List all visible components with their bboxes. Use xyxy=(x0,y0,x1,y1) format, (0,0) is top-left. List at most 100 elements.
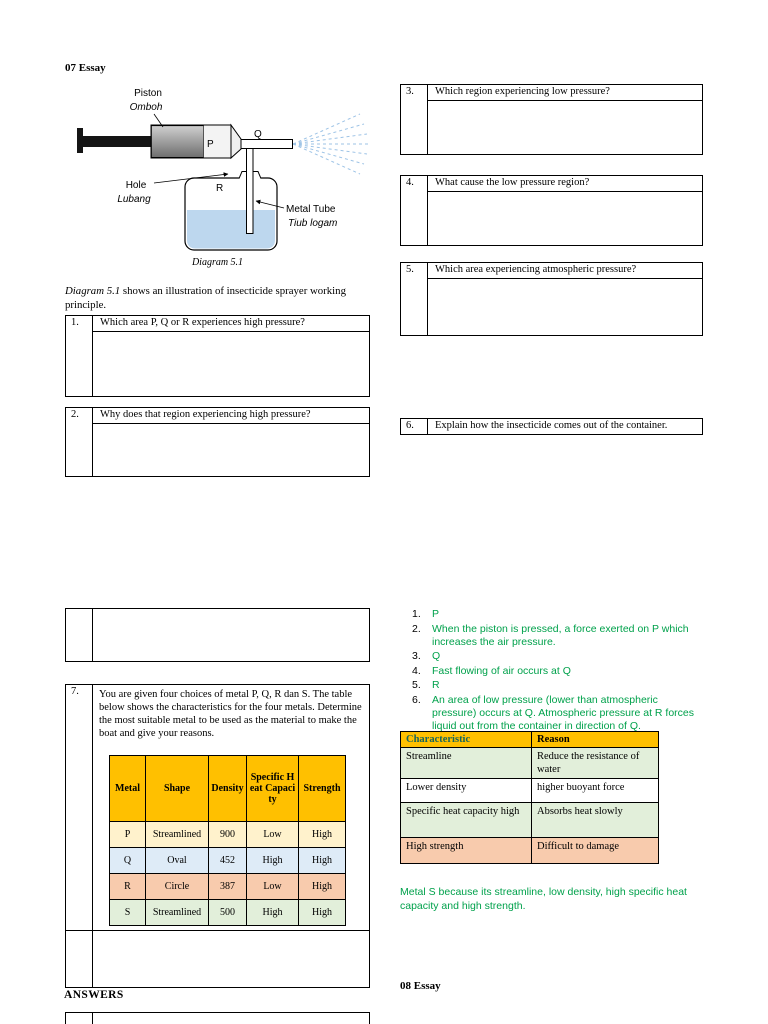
hole-leader xyxy=(153,172,229,184)
piston-rod xyxy=(83,136,151,147)
question-number: 7. xyxy=(66,685,93,987)
metal-table-header-cell: Strength xyxy=(298,755,346,822)
question-text: Which area experiencing atmospheric pres… xyxy=(428,263,702,279)
table-cell: Difficult to damage xyxy=(531,837,659,865)
question-text: Why does that region experiencing high p… xyxy=(93,408,369,424)
table-cell: High strength xyxy=(400,837,532,865)
table-cell: Reduce the resistance of water xyxy=(531,747,659,780)
empty-number-cell xyxy=(66,609,93,661)
table-header-cell: Reason xyxy=(531,730,659,749)
answers-heading: ANSWERS xyxy=(64,989,124,1001)
table-cell: Low xyxy=(246,873,299,900)
metal-table-row: P Streamlined 900 Low High xyxy=(109,821,346,848)
question-text: You are given four choices of metal P, Q… xyxy=(99,689,362,740)
question-text: What cause the low pressure region? xyxy=(428,176,702,192)
answers-list: 1. P 2. When the piston is pressed, a fo… xyxy=(412,608,704,734)
answer-text: R xyxy=(432,679,440,692)
table-cell: higher buoyant force xyxy=(531,778,659,804)
diagram-caption: Diagram 5.1 xyxy=(191,257,244,268)
question-box-2: 2. Why does that region experiencing hig… xyxy=(65,407,370,477)
syringe-handle xyxy=(77,128,83,153)
table-cell: High xyxy=(298,873,346,900)
answer-text: P xyxy=(432,608,440,620)
answer-text: An area of low pressure (lower than atmo… xyxy=(432,693,695,732)
table-cell: 452 xyxy=(208,847,247,874)
conclusion-text: Metal S because its streamline, low dens… xyxy=(400,886,687,912)
syringe xyxy=(77,123,293,160)
question-box-1: 1. Which area P, Q or R experiences high… xyxy=(65,315,370,397)
question-text: Which region experiencing low pressure? xyxy=(428,85,702,101)
metal-tube xyxy=(246,148,254,234)
air-tube xyxy=(240,139,293,149)
question-number: 1. xyxy=(66,316,93,396)
table-cell: Oval xyxy=(145,847,209,874)
characteristic-table-header-row: Characteristic Reason xyxy=(400,730,659,749)
table-cell: Streamline xyxy=(400,747,532,780)
answer-text: Fast flowing of air occurs at Q xyxy=(432,664,571,677)
question-box-6: 6. Explain how the insecticide comes out… xyxy=(400,418,703,435)
spray-lines xyxy=(292,113,368,175)
table-header-cell: Characteristic xyxy=(400,730,532,749)
section-heading-07-essay: 07 Essay xyxy=(65,62,106,74)
insecticide-container xyxy=(184,171,278,251)
answer-item: 4. Fast flowing of air occurs at Q xyxy=(412,665,704,678)
point-q-label: Q xyxy=(254,129,262,140)
answer-area xyxy=(93,424,369,476)
metal-table-row: R Circle 387 Low High xyxy=(109,873,346,900)
table-cell: High xyxy=(298,899,346,926)
answer-item: 3. Q xyxy=(412,650,704,663)
answer-area xyxy=(428,279,702,335)
syringe-nozzle xyxy=(230,123,242,160)
table-cell: P xyxy=(109,821,146,848)
question-text: Explain how the insecticide comes out of… xyxy=(435,420,668,431)
question-number: 2. xyxy=(66,408,93,476)
table-cell: Absorbs heat slowly xyxy=(531,802,659,839)
table-cell: Streamlined xyxy=(145,899,209,926)
piston-label: Piston xyxy=(134,88,162,99)
answer-number: 4. xyxy=(412,664,421,677)
answer-area xyxy=(93,332,369,396)
question-number: 4. xyxy=(401,176,428,245)
sprayer-diagram: Piston Omboh P Q R Hole Lubang Metal Tub… xyxy=(77,88,368,251)
hole-label-malay: Lubang xyxy=(117,194,151,205)
question-box-5: 5. Which area experiencing atmospheric p… xyxy=(400,262,703,336)
diagram-labels: Piston Omboh P Q R Hole Lubang Metal Tub… xyxy=(117,88,337,229)
hole-label: Hole xyxy=(126,180,147,191)
answer-number: 3. xyxy=(412,650,421,663)
characteristic-table: Characteristic Reason Streamline Reduce … xyxy=(400,730,659,865)
question-number: 5. xyxy=(401,263,428,335)
metal-table-header-cell: Specific Heat Capacity xyxy=(246,755,299,822)
question-box-7: 7. You are given four choices of metal P… xyxy=(65,684,370,988)
answer-number: 6. xyxy=(412,693,421,706)
table-cell: Streamlined xyxy=(145,821,209,848)
table-cell: Q xyxy=(109,847,146,874)
piston-leader xyxy=(153,113,164,128)
section-heading-08-essay: 08 Essay xyxy=(400,980,441,992)
point-r-label: R xyxy=(216,183,223,194)
question-text: Which area P, Q or R experiences high pr… xyxy=(93,316,369,332)
answer-number: 1. xyxy=(412,608,421,620)
question-number: 3. xyxy=(401,85,428,154)
tube-leader xyxy=(255,199,285,209)
metal-table: Metal Shape Density Specific Heat Capaci… xyxy=(109,755,346,926)
question-box-3: 3. Which region experiencing low pressur… xyxy=(400,84,703,155)
metal-table-header-cell: Density xyxy=(208,755,247,822)
table-cell: High xyxy=(298,847,346,874)
empty-answer-box xyxy=(65,608,370,662)
table-cell: 387 xyxy=(208,873,247,900)
table-cell: S xyxy=(109,899,146,926)
table-cell: 500 xyxy=(208,899,247,926)
question-box-4: 4. What cause the low pressure region? xyxy=(400,175,703,246)
table-cell: High xyxy=(298,821,346,848)
empty-number-cell xyxy=(66,1013,93,1024)
answer-area xyxy=(428,101,702,154)
intro-paragraph: Diagram 5.1 shows an illustration of ins… xyxy=(65,284,367,312)
point-p-label: P xyxy=(207,139,214,150)
metal-table-row: S Streamlined 500 High High xyxy=(109,899,346,926)
table-cell: Lower density xyxy=(400,778,532,804)
answer-text: When the piston is pressed, a force exer… xyxy=(432,622,689,648)
liquid xyxy=(187,210,275,249)
metal-tube-label: Metal Tube xyxy=(286,204,336,215)
answer-area xyxy=(428,192,702,245)
